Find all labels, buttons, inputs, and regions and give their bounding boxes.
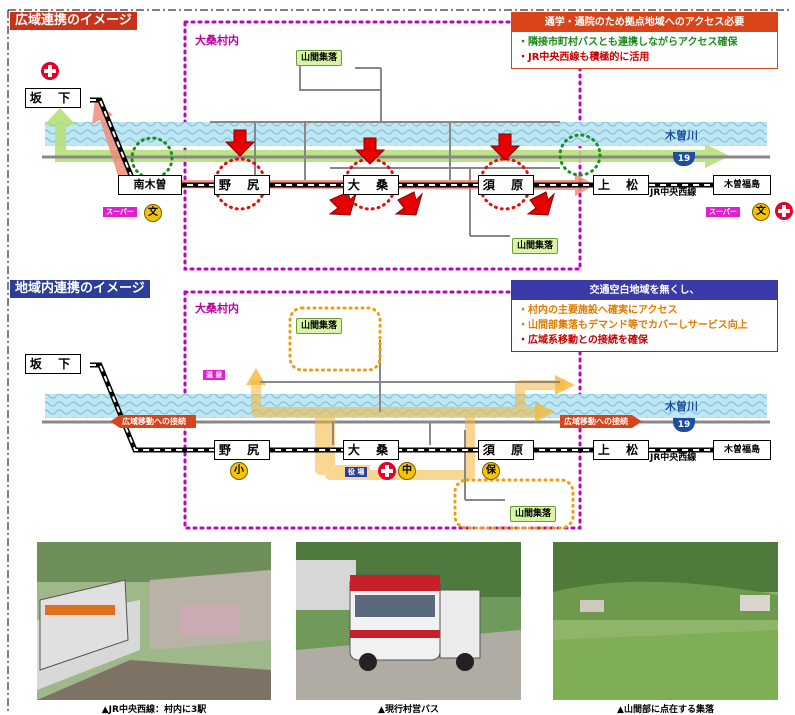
bottom-info-title: 交通空白地域を無くし、 [512, 281, 777, 300]
village-south-top: 山間集落 [512, 238, 559, 254]
onsen-tag: 温 泉 [203, 370, 226, 380]
bottom-info-box: 交通空白地域を無くし、 ・村内の主要施設へ確実にアクセス ・山間部集落もデマンド… [511, 280, 778, 352]
bottom-info-line3: ・広域系移動との接続を確保 [518, 335, 648, 346]
station-suhara-bottom: 須 原 [478, 440, 534, 460]
top-info-box: 通学・通院のため拠点地域へのアクセス必要 ・隣接市町村バスとも連携しながらアクセ… [511, 12, 778, 69]
school-icon-right: 文 [752, 203, 770, 221]
caption-train: ▲JR中央西線：村内に3駅 [101, 705, 207, 715]
station-suhara-top: 須 原 [478, 175, 534, 195]
station-agematsu-top: 上 松 [593, 175, 649, 195]
hospital-icon-right [775, 202, 793, 220]
station-nojiri-top: 野 尻 [214, 175, 270, 195]
top-village-label: 大桑村内 [195, 34, 239, 47]
connection-label-left: 広域移動への接続 [110, 415, 196, 428]
village-roads-bottom [260, 340, 560, 501]
station-agematsu-bottom: 上 松 [593, 440, 649, 460]
station-okuwa-top: 大 桑 [343, 175, 399, 195]
nursery-icon: 保 [482, 462, 500, 480]
caption-village: ▲山間部に点在する集落 [617, 705, 714, 715]
bottom-section-title: 地域内連携のイメージ [10, 280, 150, 298]
photo-train [37, 542, 271, 700]
river-top [45, 122, 767, 146]
jr-label-top: JR中央西線 [650, 188, 697, 198]
route-19-top: 19 [673, 152, 695, 166]
river-label-top: 木曽川 [665, 129, 698, 142]
village-north-bottom: 山間集落 [296, 318, 343, 334]
jr-label-bottom: JR中央西線 [650, 453, 697, 463]
station-kisofukushima-top: 木曽福島 [713, 175, 771, 195]
connection-label-right: 広域移動への接続 [560, 415, 642, 428]
top-info-line2: ・JR中央西線も積極的に活用 [518, 52, 650, 63]
station-sakashita-top: 坂 下 [25, 88, 81, 108]
access-arrows-top [224, 129, 556, 216]
caption-bus: ▲現行村営バス [378, 705, 439, 715]
school-icon-left: 文 [144, 204, 162, 222]
jr-line-bottom [90, 364, 770, 451]
supermarket-tag-left: スーパー [103, 207, 137, 217]
junior-high-icon: 中 [398, 462, 416, 480]
elementary-school-icon: 小 [230, 462, 248, 480]
bottom-info-line1: ・村内の主要施設へ確実にアクセス [518, 305, 678, 316]
top-info-line1: ・隣接市町村バスとも連携しながらアクセス確保 [518, 37, 738, 48]
station-kisofukushima-bottom: 木曽福島 [713, 440, 771, 460]
supermarket-tag-right: スーパー [706, 207, 740, 217]
hospital-icon [41, 62, 59, 80]
station-nojiri-bottom: 野 尻 [214, 440, 270, 460]
clinic-icon [378, 462, 396, 480]
bottom-info-line2: ・山間部集落もデマンド等でカバーしサービス向上 [518, 320, 748, 331]
station-sakashita-bottom: 坂 下 [25, 354, 81, 374]
station-okuwa-bottom: 大 桑 [343, 440, 399, 460]
village-south-bottom: 山間集落 [510, 506, 557, 522]
river-label-bottom: 木曽川 [665, 400, 698, 413]
photo-bus [296, 542, 521, 700]
office-tag: 役 場 [345, 467, 368, 477]
bottom-village-label: 大桑村内 [195, 302, 239, 315]
top-section-title: 広域連携のイメージ [10, 12, 137, 30]
photo-village [553, 542, 778, 700]
top-info-title: 通学・通院のため拠点地域へのアクセス必要 [512, 13, 777, 32]
village-roads-top [210, 60, 560, 237]
route-19-bottom: 19 [673, 418, 695, 432]
station-nagiso: 南木曽 [118, 175, 182, 195]
jr-line-top [90, 99, 770, 186]
village-north-top: 山間集落 [296, 50, 343, 66]
green-route-arrow [44, 108, 730, 168]
